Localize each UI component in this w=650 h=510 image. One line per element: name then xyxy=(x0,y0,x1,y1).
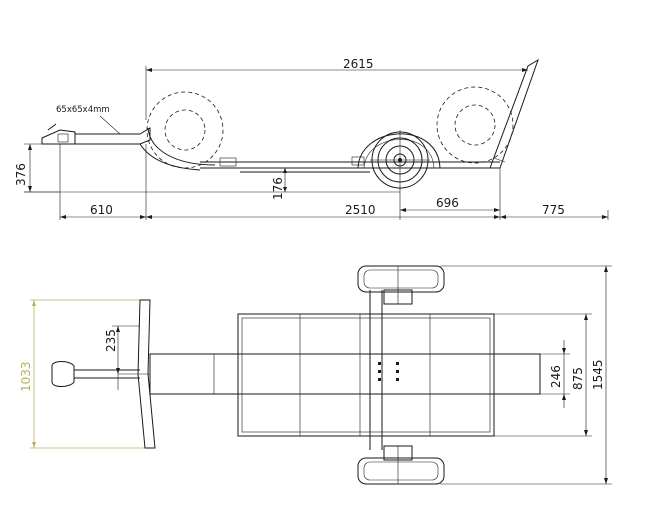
aframe-width-label: 1033 xyxy=(19,361,33,392)
front-wheel-hub-dashed xyxy=(164,109,206,151)
axle-to-rear-label: 696 xyxy=(436,196,459,210)
deck-height-label: 176 xyxy=(271,177,285,200)
coupling-head xyxy=(41,123,76,145)
overall-length-label: 2615 xyxy=(343,57,374,71)
rear-overhang-label: 775 xyxy=(542,203,565,217)
tyre-track-label: 875 xyxy=(571,367,585,390)
overall-width-label: 1545 xyxy=(591,359,605,390)
top-wheel-left xyxy=(357,265,445,305)
deck-length-label: 2510 xyxy=(345,203,376,217)
profile-size-label: 65x65x4mm xyxy=(56,105,110,115)
drawbar-length-label: 610 xyxy=(90,203,113,217)
nose-curve xyxy=(147,127,216,166)
top-wheel-right xyxy=(357,445,445,485)
rail-width-label: 246 xyxy=(549,365,563,388)
front-ramp xyxy=(149,353,239,395)
bolt-holes xyxy=(378,362,399,381)
aframe-width-dimension xyxy=(30,299,150,449)
rear-wheel-hub-dashed xyxy=(454,104,496,146)
stand-bracket xyxy=(219,157,237,167)
drawbar-offset-label: 235 xyxy=(104,329,118,352)
front-wheel-outline-dashed xyxy=(146,91,224,169)
hitch-height-label: 376 xyxy=(14,163,28,186)
drawbar xyxy=(75,127,151,145)
deck-platform xyxy=(237,313,495,437)
tail-ramp xyxy=(489,58,539,169)
top-view: 1033 235 xyxy=(19,265,612,485)
hitch-coupling xyxy=(51,361,75,387)
rear-wheel-outline-dashed xyxy=(436,86,514,164)
profile-leader xyxy=(99,115,121,135)
mudguard xyxy=(357,133,441,169)
side-view: 2615 65x65x4mm 376 176 610 2510 696 775 xyxy=(14,57,609,220)
rear-ramp xyxy=(493,353,541,395)
